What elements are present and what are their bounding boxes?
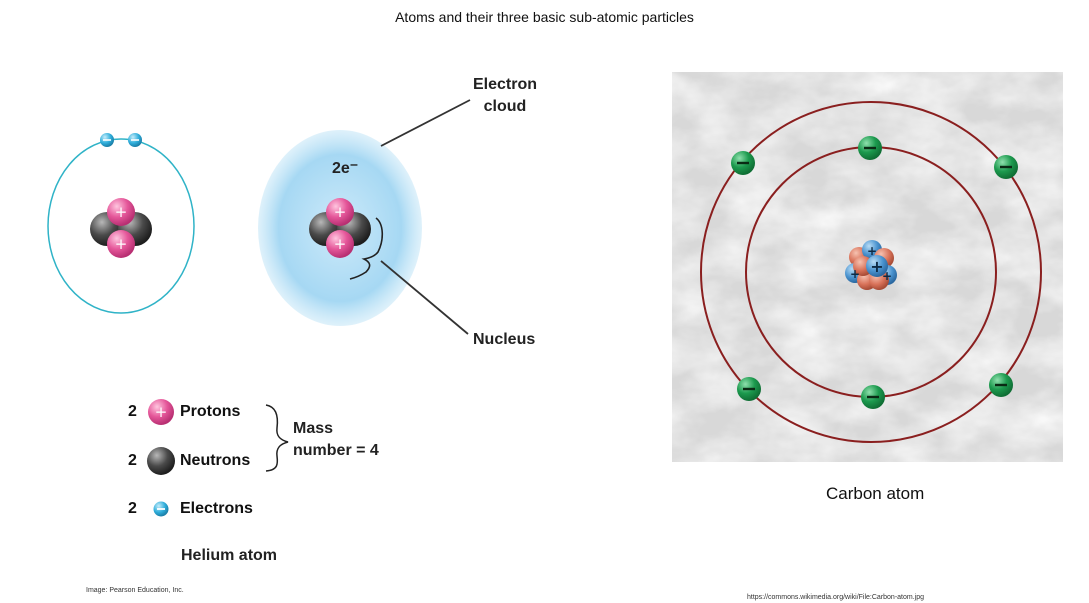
nucleus-label: Nucleus [473, 331, 536, 348]
carbon-atom-caption: Carbon atom [826, 484, 925, 503]
carbon-image-source: https://commons.wikimedia.org/wiki/File:… [747, 594, 925, 601]
image-credit: Image: Pearson Education, Inc. [86, 587, 184, 594]
svg-text:+: + [882, 269, 892, 283]
helium-orbit [47, 138, 195, 314]
svg-text:+: + [334, 235, 347, 253]
svg-text:+: + [870, 257, 883, 276]
svg-text:+: + [155, 403, 168, 421]
legend-label: Protons [180, 403, 241, 420]
neutron-icon [146, 446, 176, 476]
carbon-electron [861, 385, 885, 409]
carbon-electron [858, 136, 882, 160]
legend-count: 2 [128, 452, 137, 469]
electron-icon [146, 494, 176, 524]
helium-nucleus-right: + + [309, 198, 371, 258]
legend-row-electrons: 2 Electrons [128, 494, 253, 524]
mass-brace [265, 404, 289, 472]
legend-row-neutrons: 2 Neutrons [128, 446, 250, 476]
cloud-charge-label: 2e⁻ [332, 160, 359, 177]
svg-text:+: + [334, 203, 347, 221]
slide-title: Atoms and their three basic sub-atomic p… [395, 9, 694, 25]
legend-label: Electrons [180, 500, 253, 517]
carbon-atom-image: + + + + [672, 72, 1063, 462]
helium-diagrams: + + + + [47, 99, 471, 472]
proton-icon: + [146, 397, 176, 427]
carbon-electron [989, 373, 1013, 397]
legend-row-protons: 2 + Protons [128, 397, 240, 427]
carbon-electrons [731, 136, 1018, 409]
helium-electrons-left [100, 133, 142, 147]
legend-count: 2 [128, 403, 137, 420]
svg-text:+: + [115, 235, 128, 253]
svg-text:+: + [115, 203, 128, 221]
svg-text:+: + [867, 244, 877, 258]
electron-cloud-label: Electron cloud [472, 76, 537, 115]
legend-count: 2 [128, 500, 137, 517]
svg-text:+: + [850, 267, 860, 281]
electron-cloud-leader [380, 99, 471, 147]
legend-label: Neutrons [180, 452, 251, 469]
carbon-electron [737, 377, 761, 401]
carbon-electron [731, 151, 755, 175]
carbon-nucleus: + + + + [845, 240, 897, 290]
carbon-outer-orbit [700, 101, 1042, 443]
helium-nucleus-left: + + [90, 198, 152, 258]
carbon-electron [994, 155, 1018, 179]
mass-number-label: Mass number = 4 [293, 420, 379, 459]
nucleus-brace [349, 217, 384, 280]
helium-atom-label: Helium atom [181, 547, 278, 564]
nucleus-leader [380, 260, 469, 335]
